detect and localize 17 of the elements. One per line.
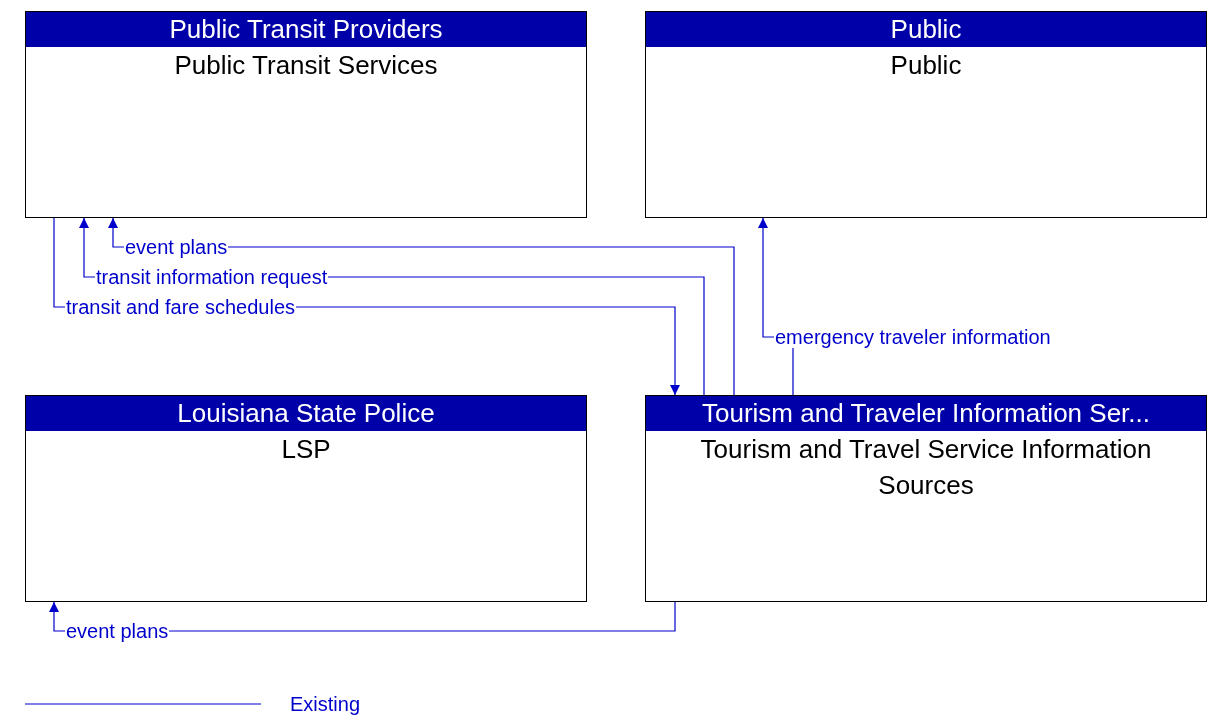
system-box (645, 395, 1207, 602)
box-header: Tourism and Traveler Information Ser... (646, 396, 1206, 431)
box-header: Public Transit Providers (26, 12, 586, 47)
edge-label: transit information request (95, 266, 329, 288)
box-title: Public Transit Services (173, 49, 439, 82)
box-header: Public (646, 12, 1206, 47)
box-title: Tourism and Travel Service Information Sources (699, 433, 1153, 502)
system-box (25, 11, 587, 218)
box-title: LSP (280, 433, 332, 466)
edge-label: emergency traveler information (774, 326, 1052, 348)
system-box (645, 11, 1207, 218)
box-title: Public (889, 49, 963, 82)
system-box (25, 395, 587, 602)
legend-label: Existing (290, 692, 361, 716)
box-header: Louisiana State Police (26, 396, 586, 431)
edge-label: event plans (124, 236, 229, 258)
edge-label: event plans (65, 620, 170, 642)
